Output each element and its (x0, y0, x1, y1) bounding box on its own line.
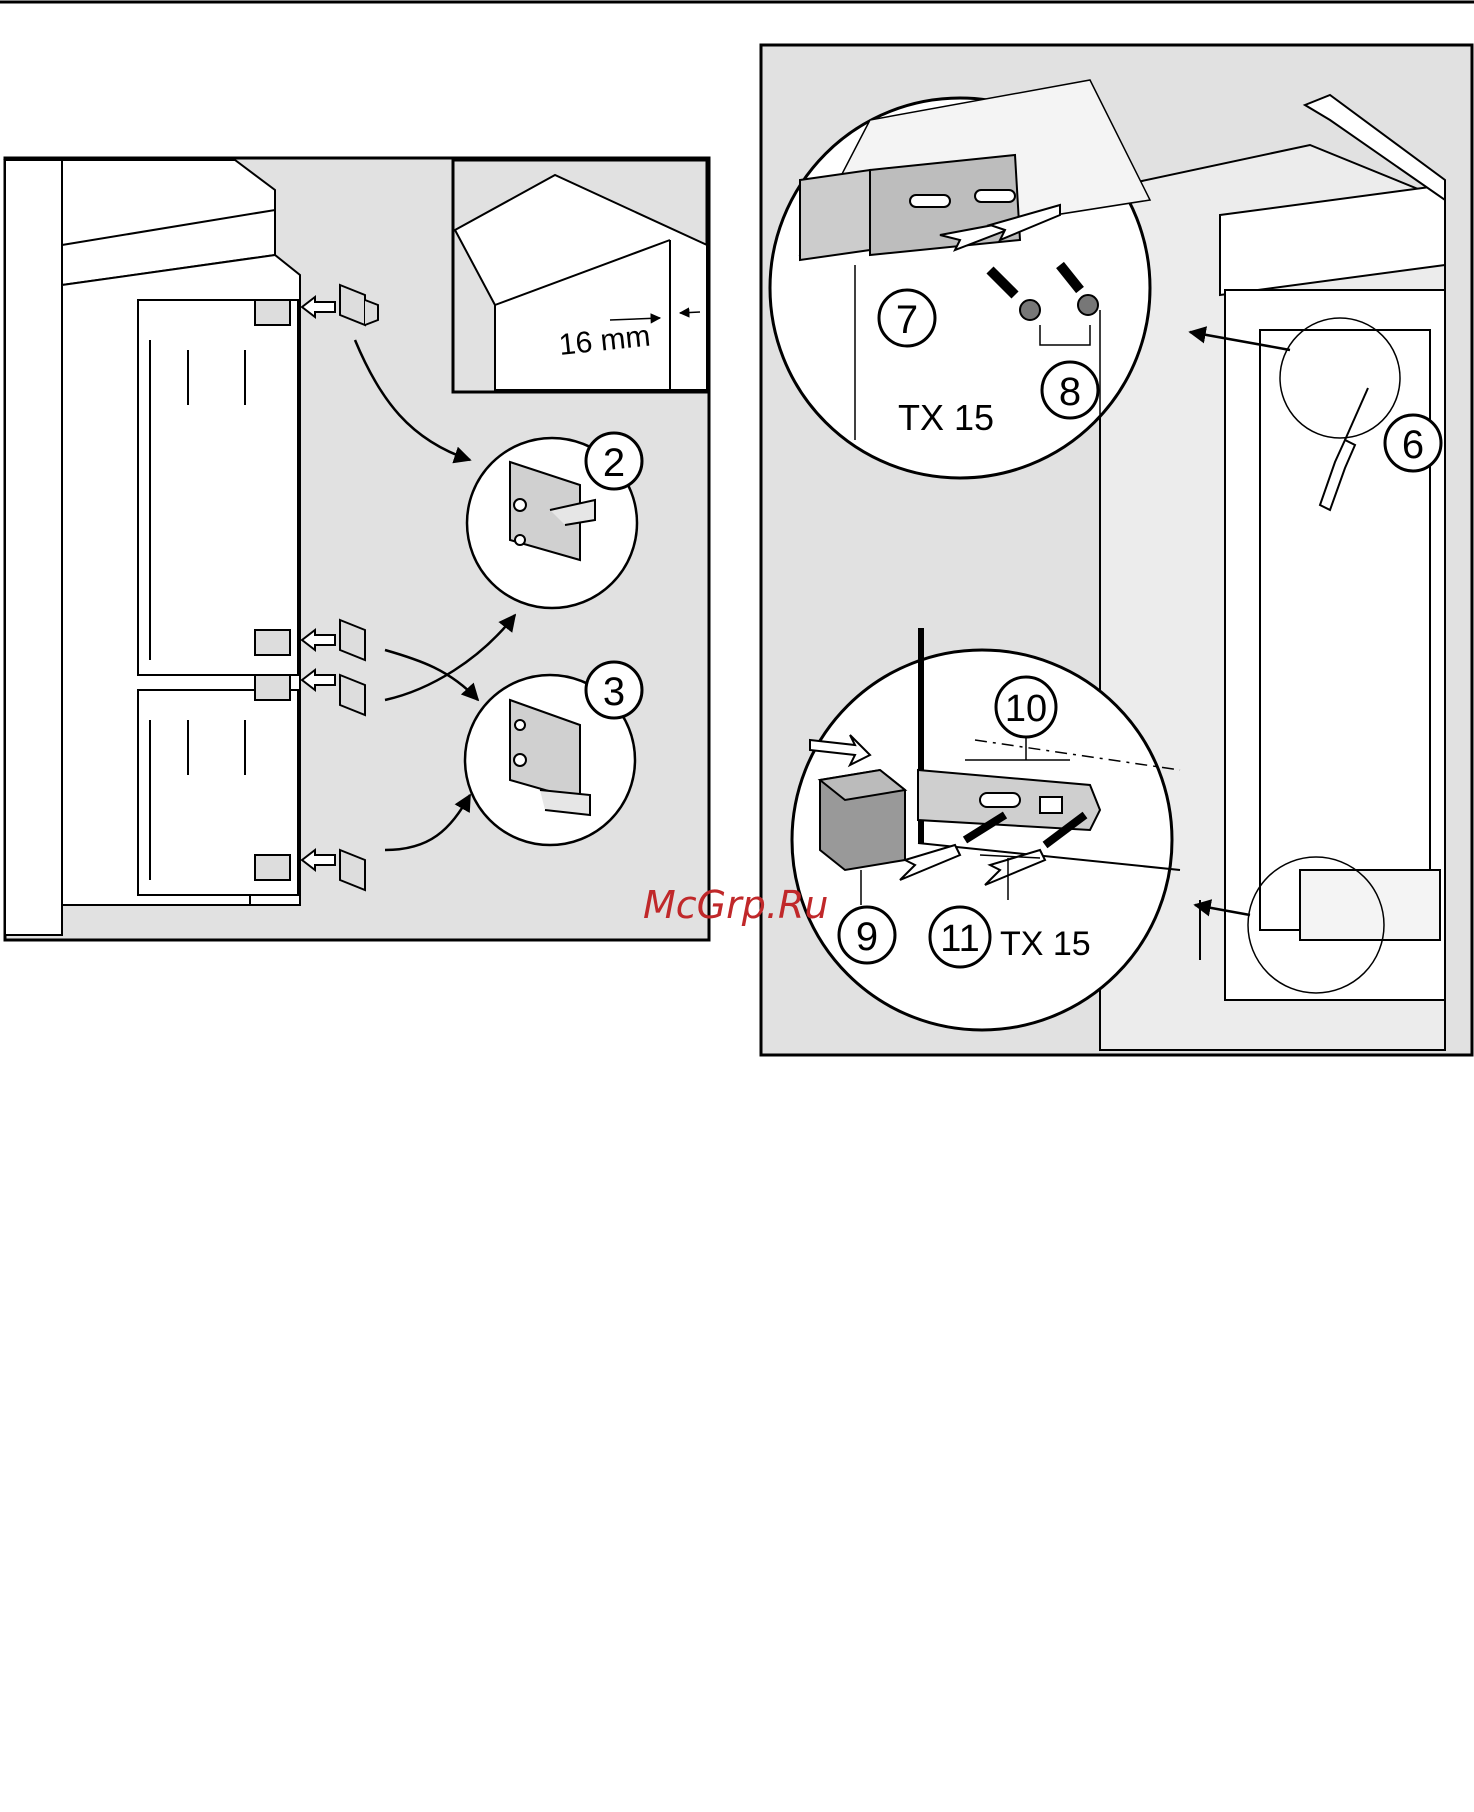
callout-6: 6 (1385, 415, 1441, 471)
svg-text:8: 8 (1059, 370, 1081, 414)
appliance (138, 300, 298, 905)
right-panel: 6 7 8 TX 15 (761, 45, 1472, 1055)
watermark: McGrp.Ru (643, 883, 828, 927)
callout-2: 2 (586, 433, 642, 489)
svg-text:6: 6 (1402, 423, 1424, 467)
svg-text:2: 2 (603, 441, 625, 485)
svg-text:10: 10 (1005, 688, 1047, 730)
svg-text:7: 7 (896, 298, 918, 342)
callout-3: 3 (586, 662, 642, 718)
svg-text:9: 9 (856, 915, 878, 959)
callout-8: 8 (1042, 362, 1098, 418)
tool-label-top: TX 15 (898, 397, 994, 438)
tool-label-bottom: TX 15 (1000, 925, 1091, 963)
callout-9: 9 (839, 907, 895, 963)
left-panel: 2 3 16 mm (5, 158, 709, 940)
svg-text:3: 3 (603, 670, 625, 714)
svg-text:11: 11 (940, 918, 979, 960)
callout-11: 11 (930, 907, 990, 967)
callout-7: 7 (879, 290, 935, 346)
callout-10: 10 (996, 677, 1056, 737)
